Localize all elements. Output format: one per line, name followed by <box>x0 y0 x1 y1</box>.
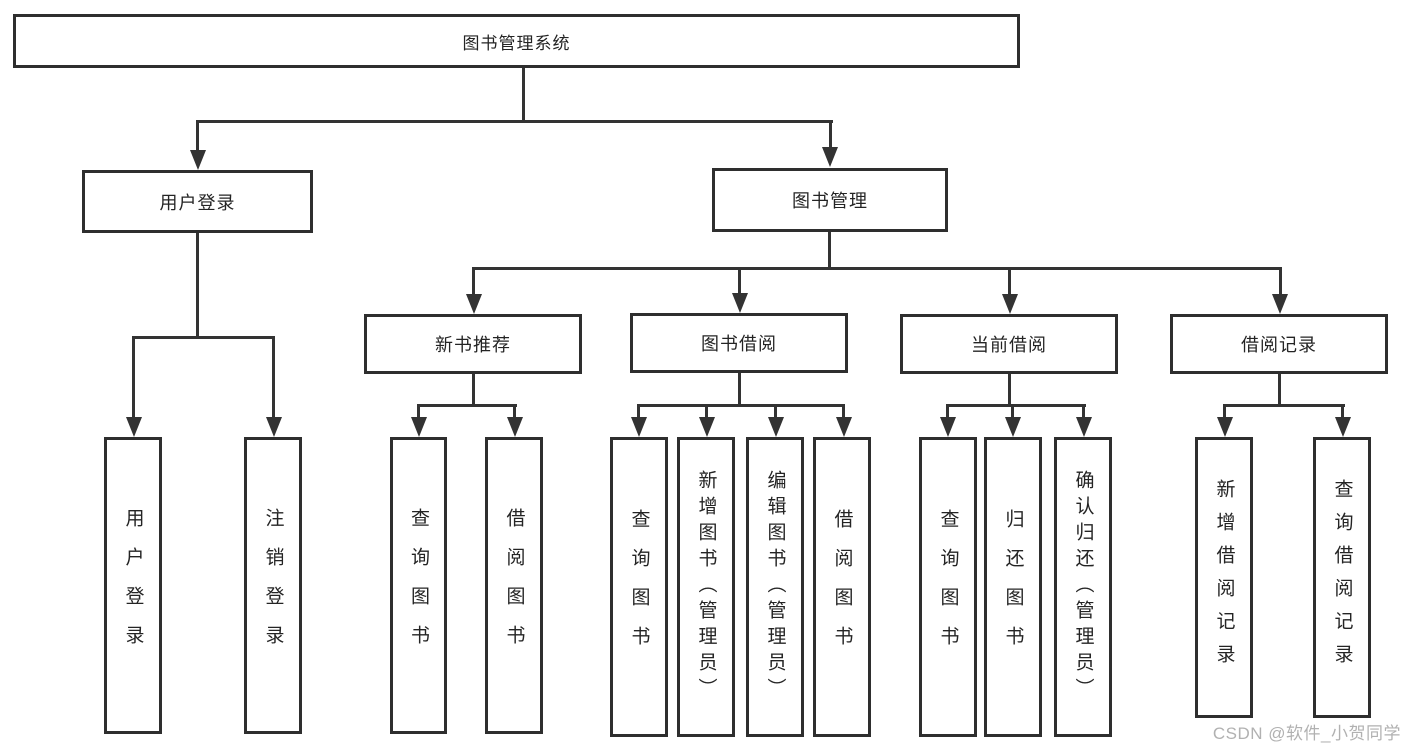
node-current-borrowing: 当前借阅 <box>900 314 1118 374</box>
arrowhead-borrow-records <box>1272 294 1288 314</box>
connector-drop-borrow-records <box>1279 267 1282 297</box>
connector-drop <box>705 404 708 420</box>
arrowhead <box>699 417 715 437</box>
arrowhead-new-book <box>466 294 482 314</box>
node-label: 图书管理系统 <box>462 33 571 53</box>
csdn-watermark: CSDN @软件_小贺同学 <box>1212 724 1401 743</box>
connector-root-stem <box>522 68 525 123</box>
arrowhead-logout-leaf <box>266 417 282 437</box>
arrowhead-current-borrow <box>1002 294 1018 314</box>
leaf-label: 查询借阅记录 <box>1331 478 1353 677</box>
leaf-label: 新增图书（管理员） <box>695 470 717 704</box>
connector-current-bar <box>946 404 1086 407</box>
node-book-management-branch: 图书管理 <box>712 168 948 232</box>
connector-drop <box>1011 404 1014 420</box>
connector-drop <box>842 404 845 420</box>
arrowhead-book-management <box>822 147 838 167</box>
connector-drop-new-book <box>472 267 475 297</box>
connector-drop <box>1082 404 1085 420</box>
leaf-label: 注销登录 <box>262 507 284 664</box>
connector-newbook-stem <box>472 374 475 407</box>
connector-drop <box>1341 404 1344 420</box>
node-label: 图书借阅 <box>701 334 777 354</box>
leaf-label: 归还图书 <box>1002 509 1024 665</box>
connector-drop <box>637 404 640 420</box>
node-new-book-recommendation: 新书推荐 <box>364 314 582 374</box>
leaf-query-books-recommend: 查询图书 <box>390 437 447 734</box>
connector-userlogin-bar <box>132 336 275 339</box>
node-user-login-branch: 用户登录 <box>82 170 313 233</box>
leaf-query-books-current: 查询图书 <box>919 437 977 737</box>
leaf-label: 查询图书 <box>408 507 429 664</box>
leaf-label: 借阅图书 <box>503 507 525 664</box>
leaf-logout: 注销登录 <box>244 437 302 734</box>
connector-bookmgmt-bar <box>472 267 1282 270</box>
arrowhead <box>1076 417 1092 437</box>
node-book-borrowing: 图书借阅 <box>630 313 848 373</box>
leaf-label: 确认归还（管理员） <box>1072 470 1094 704</box>
arrowhead <box>411 417 427 437</box>
connector-borrow-bar <box>637 404 845 407</box>
leaf-query-books-borrowing: 查询图书 <box>610 437 668 737</box>
arrowhead <box>836 417 852 437</box>
connector-drop <box>417 404 420 420</box>
leaf-return-books: 归还图书 <box>984 437 1042 737</box>
connector-current-stem <box>1008 374 1011 407</box>
arrowhead <box>631 417 647 437</box>
connector-drop <box>1223 404 1226 420</box>
node-label: 图书管理 <box>792 191 868 211</box>
leaf-label: 编辑图书（管理员） <box>764 470 786 704</box>
node-label: 用户登录 <box>159 192 236 213</box>
connector-userlogin-stem <box>196 233 199 338</box>
leaf-borrow-books: 借阅图书 <box>813 437 871 737</box>
leaf-label: 查询图书 <box>937 509 959 665</box>
leaf-label: 用户登录 <box>122 507 144 664</box>
connector-borrow-stem <box>738 373 741 407</box>
connector-newbook-bar <box>417 404 517 407</box>
arrowhead <box>768 417 784 437</box>
connector-root-bar <box>196 120 833 123</box>
leaf-confirm-return-admin: 确认归还（管理员） <box>1054 437 1112 737</box>
leaf-user-login: 用户登录 <box>104 437 162 734</box>
node-borrowing-records: 借阅记录 <box>1170 314 1388 374</box>
connector-records-bar <box>1223 404 1345 407</box>
connector-drop-current-borrow <box>1008 267 1011 297</box>
arrowhead <box>940 417 956 437</box>
leaf-label: 新增借阅记录 <box>1213 478 1235 677</box>
arrowhead-book-borrow <box>732 293 748 313</box>
arrowhead <box>507 417 523 437</box>
connector-drop-book-management <box>829 120 832 151</box>
arrowhead <box>1217 417 1233 437</box>
leaf-borrow-books-recommend: 借阅图书 <box>485 437 543 734</box>
arrowhead-user-login <box>190 150 206 170</box>
leaf-add-borrow-record: 新增借阅记录 <box>1195 437 1253 718</box>
node-label: 当前借阅 <box>971 335 1047 355</box>
connector-records-stem <box>1278 374 1281 407</box>
arrowhead <box>1335 417 1351 437</box>
connector-bookmgmt-stem <box>828 232 831 270</box>
arrowhead <box>1005 417 1021 437</box>
node-label: 借阅记录 <box>1241 335 1317 355</box>
leaf-add-books-admin: 新增图书（管理员） <box>677 437 735 737</box>
connector-drop <box>946 404 949 420</box>
node-library-management-system: 图书管理系统 <box>13 14 1020 68</box>
connector-drop-user-login <box>196 120 199 154</box>
leaf-query-borrow-record: 查询借阅记录 <box>1313 437 1371 718</box>
leaf-label: 查询图书 <box>628 509 650 665</box>
connector-drop <box>513 404 516 420</box>
connector-drop-login-leaf <box>132 336 135 420</box>
connector-drop-logout-leaf <box>272 336 275 420</box>
leaf-edit-books-admin: 编辑图书（管理员） <box>746 437 804 737</box>
connector-drop <box>774 404 777 420</box>
connector-drop-book-borrow <box>738 267 741 296</box>
node-label: 新书推荐 <box>435 335 511 355</box>
leaf-label: 借阅图书 <box>831 509 853 665</box>
arrowhead-login-leaf <box>126 417 142 437</box>
